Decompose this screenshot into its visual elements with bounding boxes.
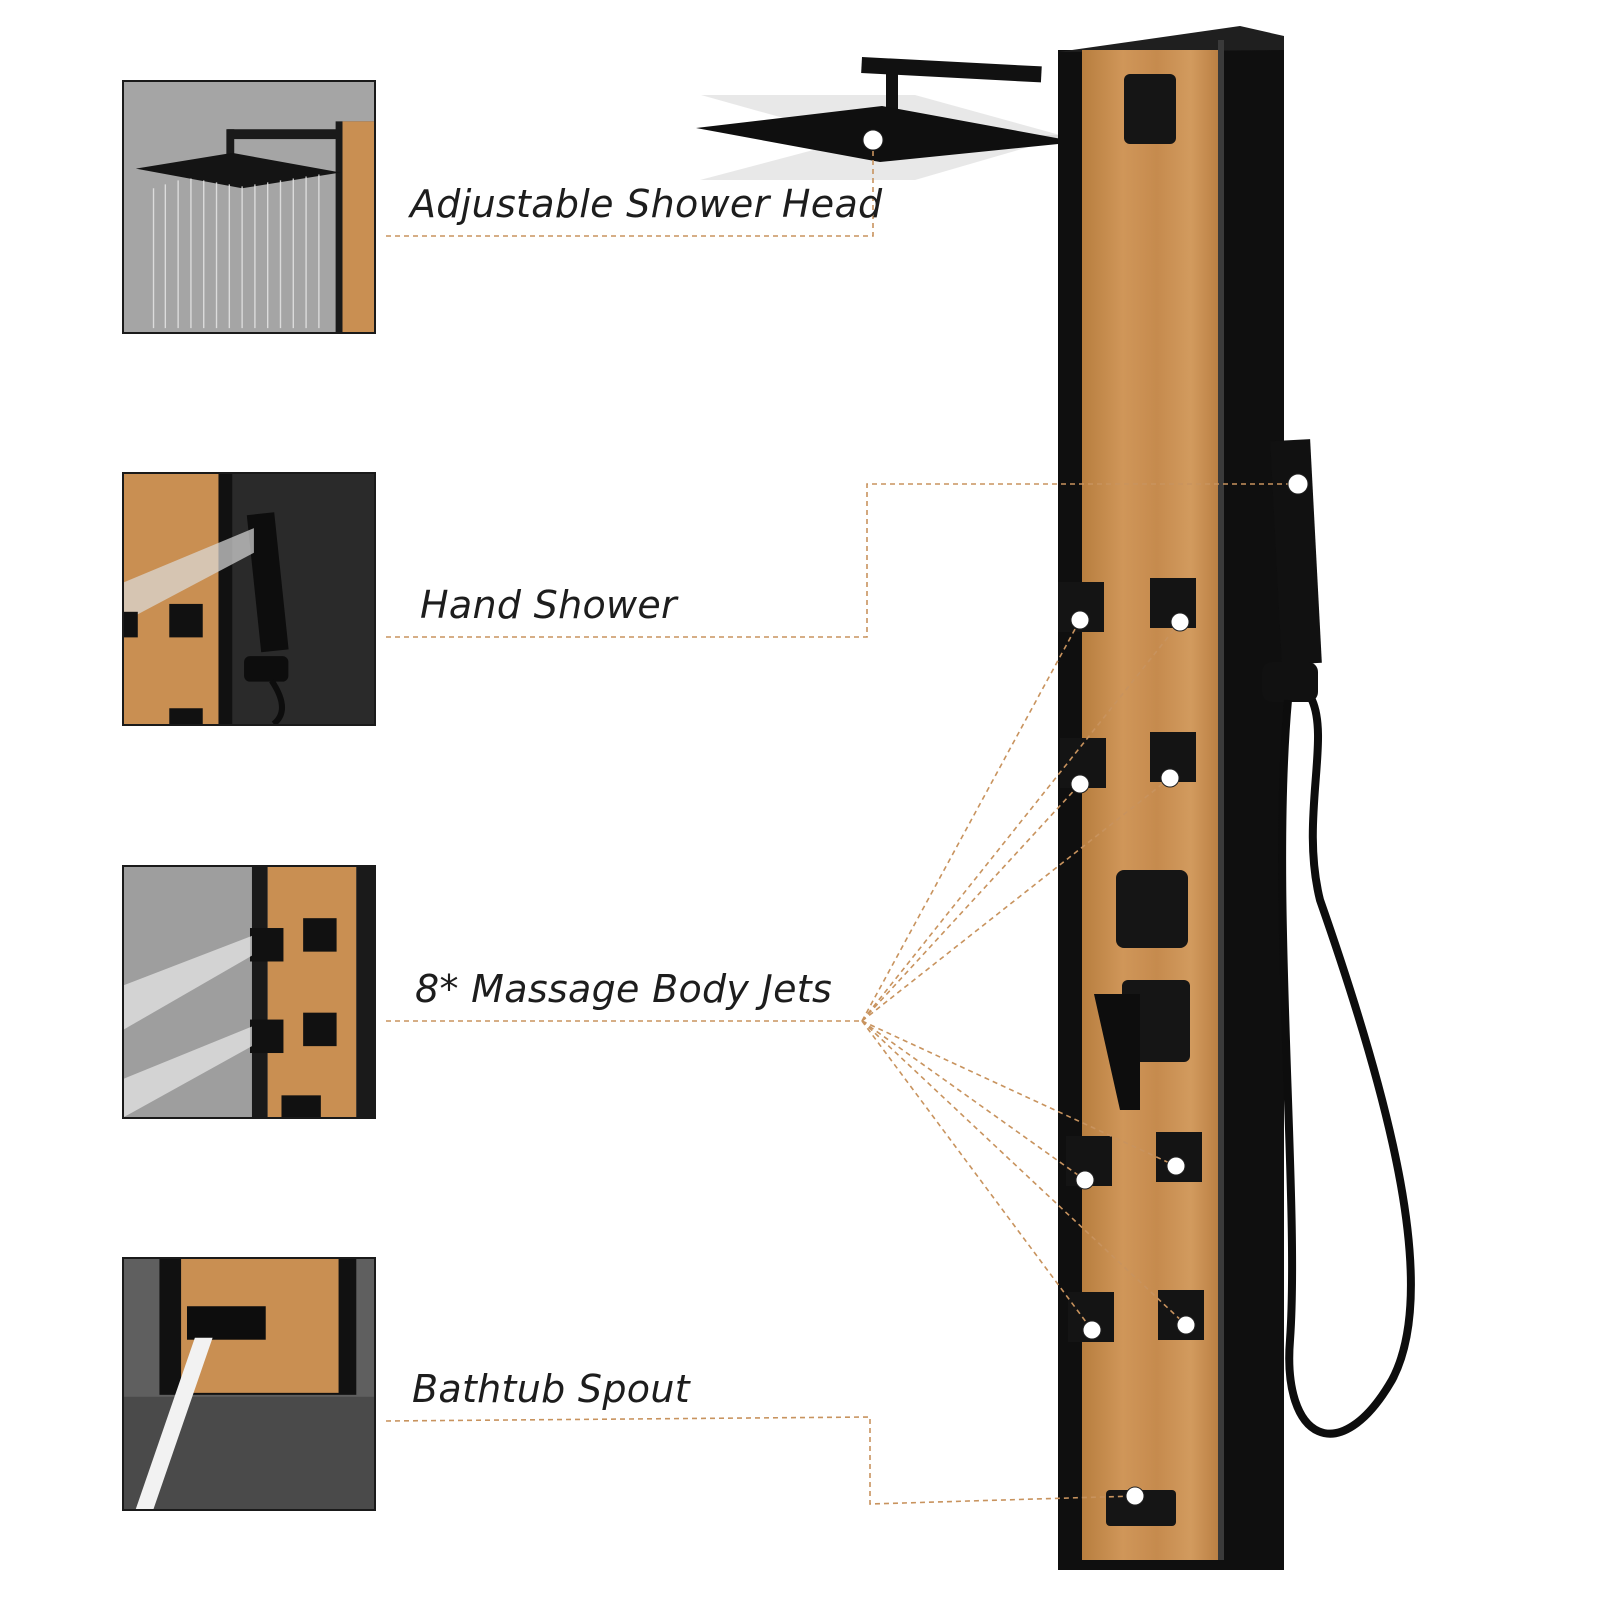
callout-dot-hand-shower bbox=[1287, 473, 1309, 495]
leader-jet-7 bbox=[861, 1020, 1093, 1331]
arm-mount bbox=[1124, 74, 1176, 144]
callout-dot-shower-head bbox=[862, 129, 884, 151]
callout-dot-jet bbox=[1170, 612, 1190, 632]
leader-jet-1 bbox=[861, 619, 1081, 1022]
callout-dot-jet bbox=[1082, 1320, 1102, 1340]
bathtub-spout-icon bbox=[124, 1259, 374, 1509]
thumb-hand-shower bbox=[122, 472, 376, 726]
label-massage-body-jets: 8* Massage Body Jets bbox=[415, 967, 833, 1011]
leader-jet-5 bbox=[861, 1020, 1086, 1181]
label-bathtub-spout: Bathtub Spout bbox=[412, 1367, 690, 1411]
bathtub-spout-icon bbox=[1106, 1490, 1176, 1526]
shower-arm-drop bbox=[886, 62, 898, 110]
callout-dot-jet bbox=[1070, 774, 1090, 794]
callout-dot-jet bbox=[1176, 1315, 1196, 1335]
label-adjustable-shower-head: Adjustable Shower Head bbox=[410, 182, 883, 226]
hand-shower-icon bbox=[1270, 439, 1322, 665]
callout-dots bbox=[862, 129, 1309, 1506]
leader-jet-2 bbox=[861, 621, 1181, 1022]
thumb-bathtub-spout bbox=[122, 1257, 376, 1511]
rain-shower-head-icon bbox=[696, 106, 1078, 162]
hand-shower-holder bbox=[1262, 662, 1318, 702]
leader-shower-head bbox=[386, 140, 874, 237]
valve-handle bbox=[1094, 994, 1140, 1110]
diverter-knob bbox=[1116, 870, 1188, 948]
rain-shower-head-icon bbox=[124, 82, 374, 332]
thumb-body-jets bbox=[122, 865, 376, 1119]
callout-dot-jet bbox=[1075, 1170, 1095, 1190]
callout-dot-bathtub-spout bbox=[1125, 1486, 1145, 1506]
leader-jet-6 bbox=[861, 1020, 1177, 1167]
leader-jet-4 bbox=[861, 777, 1171, 1022]
callout-dot-jet bbox=[1160, 768, 1180, 788]
hand-shower-icon bbox=[124, 474, 374, 724]
shower-arm bbox=[861, 57, 1042, 83]
callout-dot-jet bbox=[1166, 1156, 1186, 1176]
body-jet-icon bbox=[124, 867, 374, 1117]
leader-lines bbox=[385, 140, 1298, 1505]
shower-hose bbox=[1278, 698, 1415, 1438]
label-hand-shower: Hand Shower bbox=[420, 583, 677, 627]
leader-hand-shower bbox=[386, 483, 1298, 638]
thumb-shower-head bbox=[122, 80, 376, 334]
callout-dot-jet bbox=[1070, 610, 1090, 630]
leader-bathtub-spout bbox=[385, 1416, 1136, 1505]
leader-jet-8 bbox=[861, 1020, 1187, 1326]
